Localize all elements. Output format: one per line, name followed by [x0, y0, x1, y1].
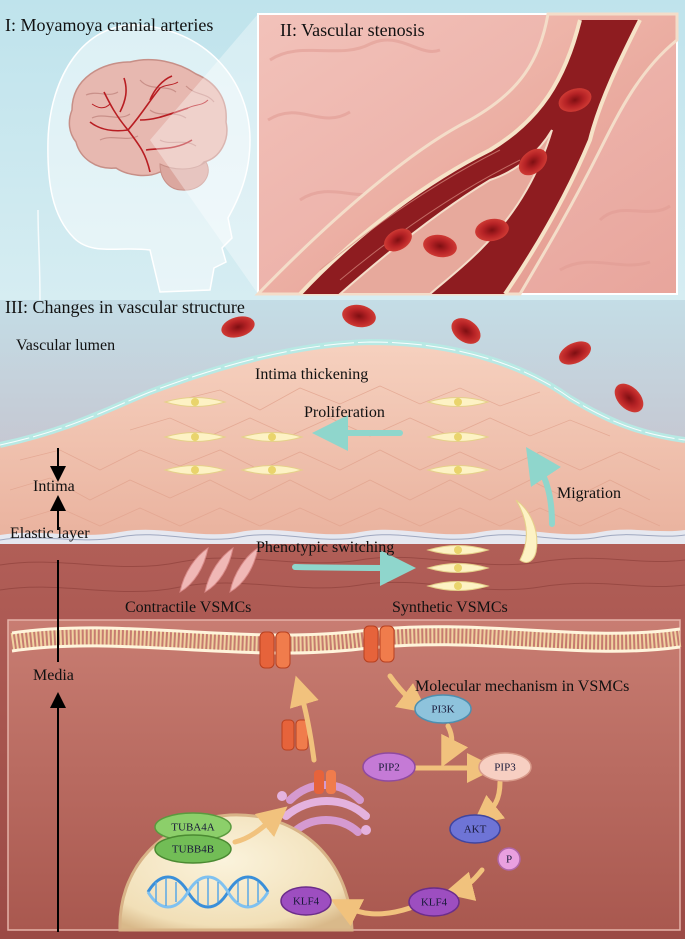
- vascular-stenosis-panel: [258, 14, 677, 294]
- tubb4b-molecule: TUBB4B: [155, 835, 231, 863]
- svg-text:PIP2: PIP2: [378, 762, 399, 774]
- pip2-molecule: PIP2: [363, 753, 415, 781]
- contractile-vsmcs-label: Contractile VSMCs: [125, 599, 251, 617]
- synthetic-vsmcs-label: Synthetic VSMCs: [392, 599, 508, 617]
- klf4-cytoplasm-molecule: KLF4: [409, 888, 459, 916]
- proliferation-label: Proliferation: [304, 404, 385, 422]
- pip3-molecule: PIP3: [479, 753, 531, 781]
- media-label: Media: [33, 667, 74, 685]
- panel3-title: III: Changes in vascular structure: [5, 297, 245, 318]
- panel1-title: I: Moyamoya cranial arteries: [5, 15, 213, 36]
- panel2-title: II: Vascular stenosis: [280, 20, 425, 41]
- svg-text:TUBA4A: TUBA4A: [171, 822, 214, 834]
- phosphate-molecule: P: [498, 848, 520, 870]
- migration-label: Migration: [557, 485, 621, 503]
- pi3k-molecule: PI3K: [415, 695, 471, 723]
- elastic-layer-label: Elastic layer: [10, 525, 90, 543]
- intima-thickening-label: Intima thickening: [255, 366, 368, 384]
- svg-text:KLF4: KLF4: [421, 897, 448, 909]
- svg-text:KLF4: KLF4: [293, 896, 320, 908]
- svg-text:TUBB4B: TUBB4B: [172, 844, 214, 856]
- molecular-mechanism-label: Molecular mechanism in VSMCs: [415, 678, 629, 696]
- svg-text:PIP3: PIP3: [494, 762, 516, 774]
- svg-text:AKT: AKT: [464, 824, 487, 836]
- akt-molecule: AKT: [450, 815, 500, 843]
- phenotypic-switching-label: Phenotypic switching: [256, 539, 394, 557]
- vascular-lumen-label: Vascular lumen: [16, 337, 115, 355]
- svg-text:P: P: [506, 854, 512, 866]
- svg-text:PI3K: PI3K: [431, 704, 454, 716]
- intima-label: Intima: [33, 478, 75, 496]
- klf4-nucleus-molecule: KLF4: [281, 887, 331, 915]
